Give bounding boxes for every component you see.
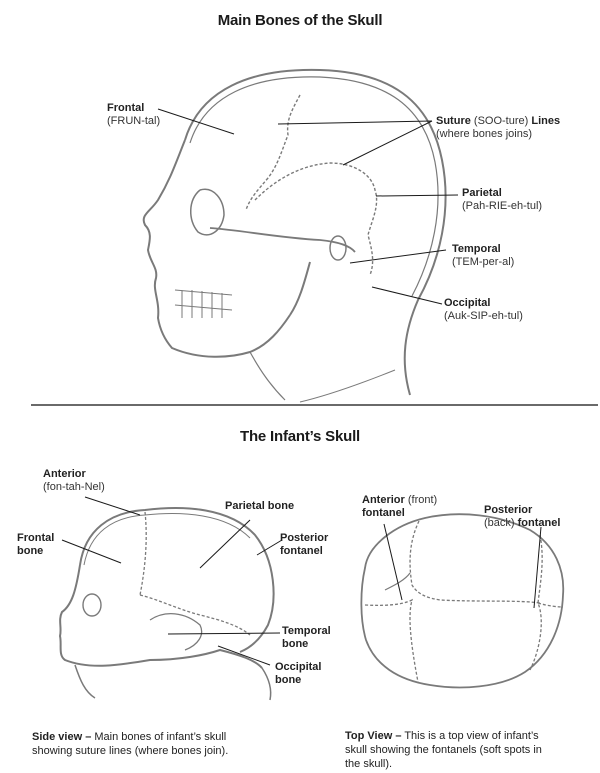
label-parietal-bone: Parietal bone	[225, 500, 294, 513]
label-occipital-name: Occipital	[444, 297, 491, 309]
label-occipital-bone-line2: bone	[275, 674, 302, 686]
label-parietal-name: Parietal	[462, 187, 502, 199]
label-occipital-pronunciation: (Auk-SIP-eh-tul)	[444, 310, 523, 322]
label-anterior-side: Anterior (fon-tah-Nel)	[43, 468, 105, 494]
infant-side-leader-lines	[61, 496, 283, 666]
caption-side-view-line2: showing suture lines (where bones join).	[32, 745, 229, 757]
label-frontal-bone-line1: Frontal	[17, 532, 55, 544]
leader-parietal	[375, 194, 459, 197]
leader-parietal-bone	[199, 519, 251, 569]
label-temporal-name: Temporal	[452, 243, 501, 255]
leader-suture-2	[342, 120, 433, 166]
leader-posterior-fontanel-top	[533, 526, 542, 609]
label-temporal-bone-line2: bone	[282, 638, 309, 650]
label-anterior-top-qualifier: (front)	[407, 494, 438, 506]
leader-occipital	[371, 286, 443, 305]
label-occipital-bone: Occipital bone	[275, 661, 321, 687]
label-frontal: Frontal (FRUN-tal)	[107, 102, 160, 128]
label-occipital-bone-line1: Occipital	[275, 661, 322, 673]
label-posterior-top-line2: fontanel	[517, 517, 561, 529]
label-parietal-pronunciation: (Pah-RIE-eh-tul)	[462, 200, 543, 212]
leader-occipital-bone	[217, 645, 271, 666]
label-posterior-fontanel-top: Posterior (back) fontanel	[484, 504, 560, 530]
label-anterior-top-name: Anterior	[362, 494, 405, 506]
label-anterior-side-name: Anterior	[43, 468, 86, 480]
adult-skull-drawing	[142, 68, 447, 403]
leader-anterior	[84, 496, 141, 516]
infant-top-skull-drawing	[360, 513, 565, 689]
label-parietal: Parietal (Pah-RIE-eh-tul)	[462, 187, 542, 213]
label-posterior-top-qualifier: (back)	[484, 517, 515, 529]
label-suture-suffix: Lines	[531, 115, 561, 127]
label-suture-note: (where bones joins)	[436, 128, 532, 140]
caption-top-view: Top View – This is a top view of infant’…	[345, 729, 542, 771]
label-temporal-bone-line1: Temporal	[282, 625, 331, 637]
label-anterior-side-pronunciation: (fon-tah-Nel)	[43, 481, 105, 493]
leader-posterior-fontanel	[256, 539, 283, 556]
caption-top-view-line2: skull showing the fontanels (soft spots …	[345, 744, 542, 756]
label-posterior-top-name: Posterior	[484, 504, 533, 516]
leader-temporal	[349, 249, 447, 264]
leader-anterior-fontanel	[383, 523, 403, 601]
label-temporal-pronunciation: (TEM-per-al)	[452, 256, 515, 268]
leader-frontal-bone	[61, 539, 122, 564]
label-anterior-top-line2: fontanel	[362, 507, 405, 519]
label-parietal-bone-name: Parietal bone	[225, 500, 295, 512]
leader-frontal	[157, 108, 235, 135]
label-suture-name: Suture	[436, 115, 471, 127]
infant-top-leader-lines	[383, 523, 542, 609]
caption-side-view-text: Main bones of infant’s skull	[94, 731, 227, 743]
label-frontal-name: Frontal	[107, 102, 145, 114]
label-temporal: Temporal (TEM-per-al)	[452, 243, 514, 269]
label-frontal-pronunciation: (FRUN-tal)	[107, 115, 161, 127]
label-temporal-bone: Temporal bone	[282, 625, 331, 651]
infant-title: The Infant’s Skull	[239, 428, 361, 445]
label-frontal-bone: Frontal bone	[17, 532, 54, 558]
label-frontal-bone-line2: bone	[17, 545, 44, 557]
infant-side-skull-drawing	[58, 507, 275, 701]
caption-top-view-bold: Top View –	[345, 730, 402, 742]
leader-suture-1	[277, 120, 433, 125]
caption-top-view-line3: the skull).	[345, 758, 393, 770]
caption-side-view-bold: Side view –	[32, 731, 92, 743]
adult-leader-lines	[157, 108, 459, 305]
label-suture-pronunciation: (SOO-ture)	[473, 115, 529, 127]
label-occipital: Occipital (Auk-SIP-eh-tul)	[444, 297, 523, 323]
label-posterior-side-line1: Posterior	[280, 532, 329, 544]
caption-top-view-text: This is a top view of infant’s	[404, 730, 539, 742]
label-posterior-fontanel-side: Posterior fontanel	[280, 532, 328, 558]
label-suture: Suture (SOO-ture) Lines (where bones joi…	[436, 115, 560, 141]
label-posterior-side-line2: fontanel	[280, 545, 323, 557]
main-title: Main Bones of the Skull	[217, 12, 383, 29]
label-anterior-fontanel-top: Anterior (front) fontanel	[362, 494, 437, 520]
leader-temporal-bone	[167, 632, 281, 635]
caption-side-view: Side view – Main bones of infant’s skull…	[32, 730, 228, 758]
section-divider	[31, 404, 598, 406]
